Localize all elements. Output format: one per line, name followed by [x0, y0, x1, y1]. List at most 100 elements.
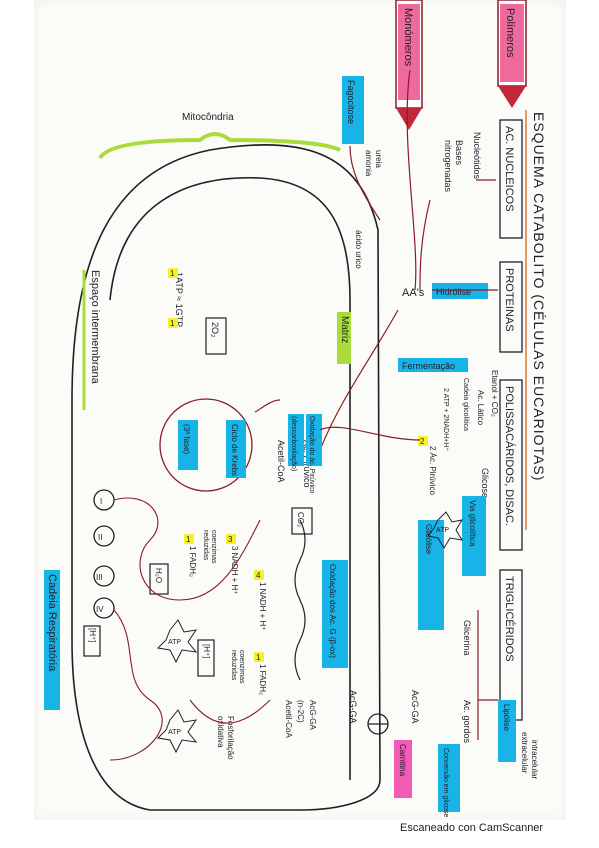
svg-text:Acetil-CoA: Acetil-CoA [276, 440, 286, 483]
svg-text:II: II [98, 533, 102, 542]
svg-text:Fagocitose: Fagocitose [346, 80, 356, 124]
highlight-oxidacao-piruvico: Oxidação do ác. Pirúvico [306, 414, 322, 494]
monomeros-label: Monómeros [402, 8, 414, 67]
svg-text:Acetil-CoA: Acetil-CoA [284, 700, 293, 738]
svg-text:AC. NUCLEICOS: AC. NUCLEICOS [503, 126, 515, 212]
svg-text:I: I [100, 497, 102, 506]
respiratory-complexes [93, 489, 115, 619]
svg-text:oxidativa: oxidativa [216, 716, 225, 748]
box-ac-nucleicos: AC. NUCLEICOS [499, 119, 523, 239]
title-esquema: ESQUEMA CATABOLITO (CÉLULAS EUCARIOTAS) [531, 112, 547, 481]
svg-text:Glicose: Glicose [480, 468, 490, 498]
svg-text:Via glicolítica: Via glicolítica [468, 500, 477, 547]
svg-text:intracelular: intracelular [530, 740, 539, 779]
pointer-polimeros: Polímeros [497, 0, 527, 108]
svg-text:(n-2C): (n-2C) [296, 700, 305, 723]
highlight-fermentacao: Fermentação [398, 358, 468, 372]
svg-text:coenzimas: coenzimas [210, 530, 217, 564]
svg-text:reduzidas: reduzidas [230, 650, 237, 681]
svg-text:1: 1 [256, 653, 261, 662]
svg-text:POLISSACÁRIDOS, DISAC.: POLISSACÁRIDOS, DISAC. [503, 386, 516, 526]
pointer-monomeros: Monómeros [395, 0, 423, 130]
svg-text:PROTEINAS: PROTEINAS [503, 268, 515, 332]
svg-text:Carnitina: Carnitina [398, 744, 407, 777]
svg-text:ATP: ATP [168, 639, 181, 646]
highlight-beta-oxidacao: Oxidação dos Ac. G (β-ox) [322, 560, 348, 668]
svg-text:Cadeia glicolítica: Cadeia glicolítica [462, 378, 469, 431]
svg-text:Ciclo de Krebs: Ciclo de Krebs [230, 424, 239, 476]
highlight-descarboxilacao: (descarboxilação) [288, 414, 304, 471]
svg-text:ATP: ATP [436, 527, 449, 534]
svg-text:Nucleótidos: Nucleótidos [472, 132, 482, 180]
svg-text:nitrogenadas: nitrogenadas [443, 140, 453, 193]
svg-text:ureia: ureia [374, 150, 383, 168]
svg-text:H₂O: H₂O [154, 568, 163, 583]
svg-text:3: 3 [228, 535, 233, 544]
svg-text:2 Ác. Pirúvico: 2 Ác. Pirúvico [428, 446, 437, 495]
svg-text:AcG-GA: AcG-GA [348, 690, 358, 724]
highlight-conversao-glicose: Conversão em glicose [438, 744, 460, 817]
polimeros-label: Polímeros [504, 8, 516, 58]
svg-text:Bases: Bases [454, 140, 464, 166]
svg-text:AcG-GA: AcG-GA [410, 690, 420, 724]
svg-text:Ac. gordos: Ac. gordos [462, 700, 472, 744]
aas-label: AA's [402, 287, 425, 299]
svg-text:Hidrólise: Hidrólise [436, 287, 471, 297]
svg-text:3 NADH + H⁺: 3 NADH + H⁺ [230, 546, 239, 594]
cadeia-respiratoria-label: Cadeia Respiratória [46, 574, 58, 672]
svg-text:Lipólise: Lipólise [502, 704, 511, 732]
box-polissacaridos: POLISSACÁRIDOS, DISAC. [499, 379, 523, 551]
svg-text:(3ª fase): (3ª fase) [182, 424, 191, 454]
svg-text:1 NADH + H⁺: 1 NADH + H⁺ [258, 582, 267, 630]
svg-text:[H⁺]: [H⁺] [88, 628, 97, 642]
svg-text:2O₂: 2O₂ [210, 322, 220, 338]
highlight-via-glicolitica: Via glicolítica [462, 496, 486, 576]
svg-text:ATP: ATP [168, 729, 181, 736]
svg-text:Fosforilação: Fosforilação [226, 716, 235, 760]
svg-text:2 ATP + 2NADH+H⁺: 2 ATP + 2NADH+H⁺ [442, 388, 449, 451]
svg-text:AcG-GA: AcG-GA [308, 700, 317, 730]
notebook-sheet [34, 0, 566, 820]
svg-text:Conversão em glicose: Conversão em glicose [442, 748, 449, 817]
svg-text:III: III [96, 573, 103, 582]
svg-text:TRIGLICÉRIDOS: TRIGLICÉRIDOS [503, 576, 516, 662]
svg-text:Ac. Lático: Ac. Lático [476, 390, 485, 426]
box-proteinas: PROTEINAS [499, 261, 523, 353]
svg-text:reduzidas: reduzidas [202, 530, 209, 561]
svg-text:Etanol + CO₂: Etanol + CO₂ [490, 370, 499, 417]
svg-text:Glicólise: Glicólise [424, 524, 433, 555]
svg-text:1 FADH₂: 1 FADH₂ [258, 664, 267, 695]
highlight-fagocitose: Fagocitose [342, 76, 364, 144]
highlight-ciclo-krebs: Ciclo de Krebs [226, 420, 246, 478]
highlight-glicolise: Glicólise [418, 520, 444, 630]
mitocondria-label: Mitocôndria [182, 112, 234, 123]
svg-text:[H⁺]: [H⁺] [202, 644, 211, 658]
svg-text:1 FADH₂: 1 FADH₂ [188, 546, 197, 577]
svg-text:ácido urico: ácido urico [354, 230, 363, 269]
svg-text:coenzimas: coenzimas [238, 650, 245, 684]
highlight-lipolise: Lipólise [498, 700, 516, 762]
svg-text:IV: IV [96, 605, 104, 614]
svg-text:1: 1 [170, 319, 175, 328]
svg-text:1: 1 [186, 535, 191, 544]
svg-text:1ATP ≈ 1GTP: 1ATP ≈ 1GTP [174, 272, 184, 327]
svg-text:extracelular: extracelular [520, 732, 529, 774]
svg-text:2: 2 [420, 437, 425, 446]
box-triglicerideos: TRIGLICÉRIDOS [499, 569, 523, 721]
footer-watermark: Escaneado con CamScanner [400, 822, 544, 834]
matriz-label: Matriz [339, 316, 350, 343]
highlight-fase-final: (3ª fase) [178, 420, 198, 470]
svg-text:1: 1 [170, 269, 175, 278]
highlight-hidrolise: Hidrólise [432, 283, 488, 299]
svg-text:amonia: amonia [364, 150, 373, 177]
svg-text:(descarboxilação): (descarboxilação) [290, 416, 297, 471]
highlight-carnitina: Carnitina [394, 740, 412, 798]
svg-text:Fermentação: Fermentação [402, 361, 455, 371]
svg-text:CO₂: CO₂ [296, 512, 305, 527]
svg-text:Oxidação dos Ac. G (β-ox): Oxidação dos Ac. G (β-ox) [328, 564, 337, 658]
svg-text:Oxidação do ác. Pirúvico: Oxidação do ác. Pirúvico [308, 416, 315, 494]
svg-text:Glicerina: Glicerina [462, 620, 472, 656]
espaco-intermembrana-label: Espaço intermembrana [89, 270, 101, 385]
